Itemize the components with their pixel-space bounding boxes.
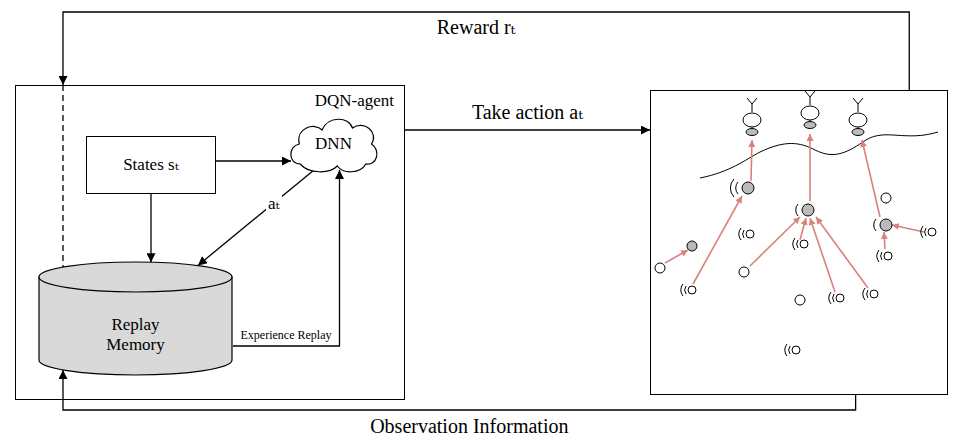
flow-arrow xyxy=(233,170,340,346)
connector-line xyxy=(233,170,340,346)
flow-arrow xyxy=(151,194,152,262)
edge-label: Take action aₜ xyxy=(470,101,585,124)
flow-arrow xyxy=(216,161,291,162)
user-devices xyxy=(655,193,936,356)
connector-line xyxy=(216,160,291,161)
edge-label: Reward rₜ xyxy=(435,16,518,39)
node-label: DNN xyxy=(315,134,352,154)
connector-line xyxy=(63,370,856,410)
node-label: States sₜ xyxy=(123,155,179,175)
environment-box xyxy=(650,90,948,395)
connector-line xyxy=(150,194,151,262)
edge-label: Experience Replay xyxy=(239,329,334,343)
network-cloud: DNN xyxy=(286,114,381,174)
flow-arrow xyxy=(63,370,856,410)
edge-label: aₜ xyxy=(266,194,282,214)
connector-line xyxy=(405,129,650,130)
node-label: DQN-agent xyxy=(315,91,394,111)
relay-links xyxy=(665,134,924,292)
backhaul-line xyxy=(700,132,938,178)
flow-arrow xyxy=(405,130,650,131)
connector-line xyxy=(63,12,909,90)
memory-cylinder: Replay Memory xyxy=(38,261,233,376)
base-stations xyxy=(743,91,867,136)
connector-line xyxy=(62,85,63,267)
relay-nodes xyxy=(687,179,892,251)
flow-arrow xyxy=(63,12,909,267)
edge-label: Observation Information xyxy=(368,415,570,438)
node-label: Replay Memory xyxy=(91,315,181,354)
state-box: States sₜ xyxy=(86,136,216,194)
agent-box: DQN-agentStates sₜ DNN Replay Memory xyxy=(15,85,405,400)
